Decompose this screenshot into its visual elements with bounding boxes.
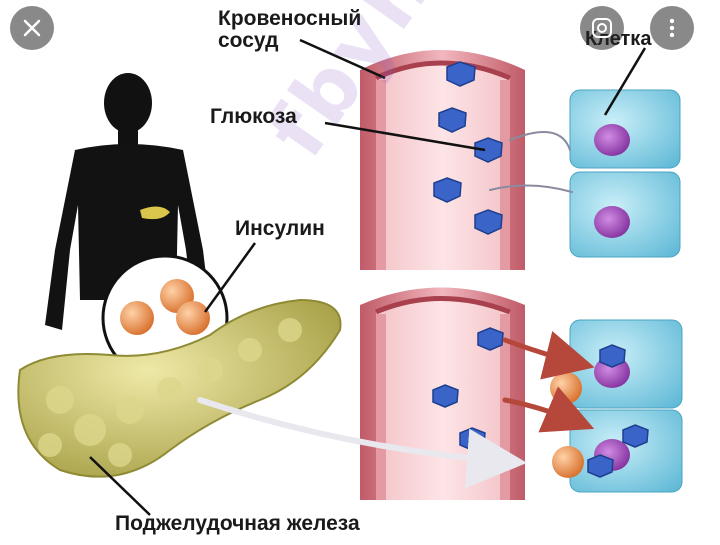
more-icon-glyph <box>669 18 675 38</box>
more-vert-icon[interactable] <box>650 6 694 50</box>
transport-arrows <box>197 131 595 489</box>
close-icon-glyph <box>23 19 41 37</box>
glucose-molecules-top <box>433 61 503 235</box>
cells-bottom <box>569 319 683 493</box>
label-vessel: Кровеносный сосуд <box>218 7 362 52</box>
lens-search-icon[interactable] <box>580 6 624 50</box>
label-glucose: Глюкоза <box>210 105 297 128</box>
cells-top <box>569 89 681 258</box>
label-pancreas: Поджелудочная железа <box>115 512 360 535</box>
pancreas-illustration <box>17 298 342 478</box>
label-insulin: Инсулин <box>235 217 325 240</box>
lens-icon-glyph <box>592 18 612 38</box>
close-icon[interactable] <box>10 6 54 50</box>
label-leader-lines <box>89 38 647 516</box>
